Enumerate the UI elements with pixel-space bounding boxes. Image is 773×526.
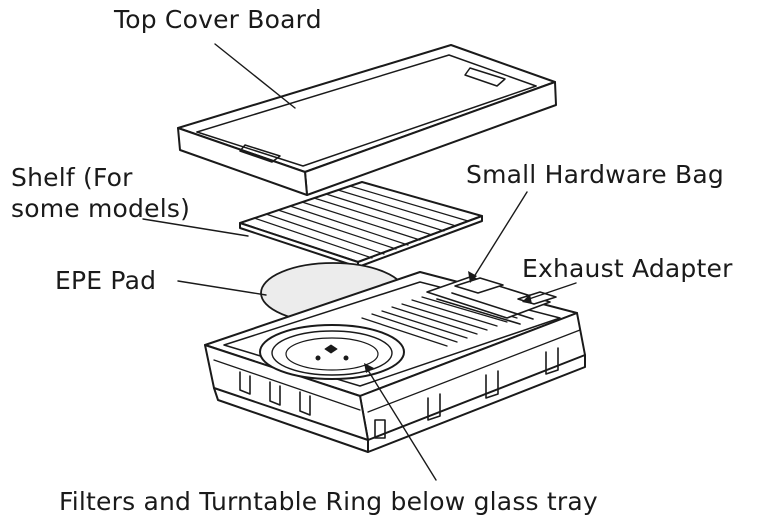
turntable-recess-drawing <box>259 324 405 380</box>
leader-filters-turntable <box>365 366 437 481</box>
label-shelf-line1: Shelf (For <box>11 163 133 192</box>
label-filters-turntable: Filters and Turntable Ring below glass t… <box>59 487 598 516</box>
leader-shelf <box>142 218 249 237</box>
leader-lines <box>142 43 577 481</box>
top-cover-board-drawing <box>177 44 557 196</box>
leader-epe-pad <box>177 280 267 296</box>
label-top-cover-board: Top Cover Board <box>114 5 322 34</box>
label-exhaust-adapter: Exhaust Adapter <box>522 254 733 283</box>
leader-small-hardware-bag <box>471 191 528 281</box>
shelf-drawing <box>239 181 483 268</box>
leader-top-cover-board <box>214 43 296 109</box>
label-small-hardware-bag: Small Hardware Bag <box>466 160 724 189</box>
label-shelf-line2: some models) <box>11 194 191 223</box>
leader-exhaust-adapter <box>525 282 577 301</box>
label-epe-pad: EPE Pad <box>55 266 157 295</box>
leader-arrowheads <box>364 271 532 373</box>
base-tray-drawing <box>204 271 586 453</box>
